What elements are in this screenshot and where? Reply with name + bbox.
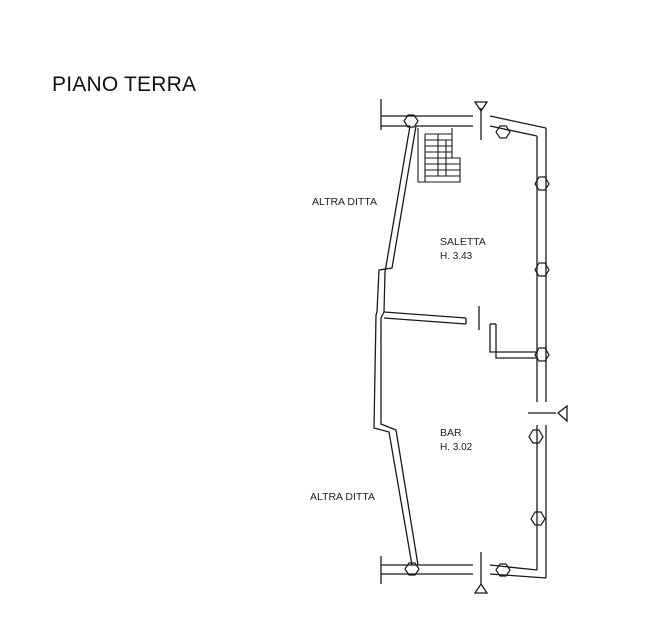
bottom-entrance-door	[473, 552, 489, 594]
staircase	[417, 128, 461, 183]
neighbor-label-bottom: ALTRA DITTA	[310, 491, 375, 503]
top-wall	[410, 115, 547, 137]
room-name-bar: BAR	[440, 427, 462, 439]
partition-wall	[383, 306, 537, 359]
wall-stub-bottom	[380, 556, 410, 584]
bottom-wall	[410, 564, 547, 579]
right-wall	[536, 128, 547, 578]
left-wall	[373, 125, 419, 566]
room-height-bar: H. 3.02	[440, 442, 473, 453]
wall-stub-top	[380, 99, 410, 130]
columns	[403, 114, 550, 577]
room-height-saletta: H. 3.43	[440, 251, 473, 262]
neighbor-label-top: ALTRA DITTA	[312, 196, 377, 208]
floor-title: PIANO TERRA	[52, 73, 197, 96]
side-entrance-door	[528, 404, 568, 423]
room-name-saletta: SALETTA	[440, 236, 486, 248]
top-entrance-door	[473, 101, 489, 140]
